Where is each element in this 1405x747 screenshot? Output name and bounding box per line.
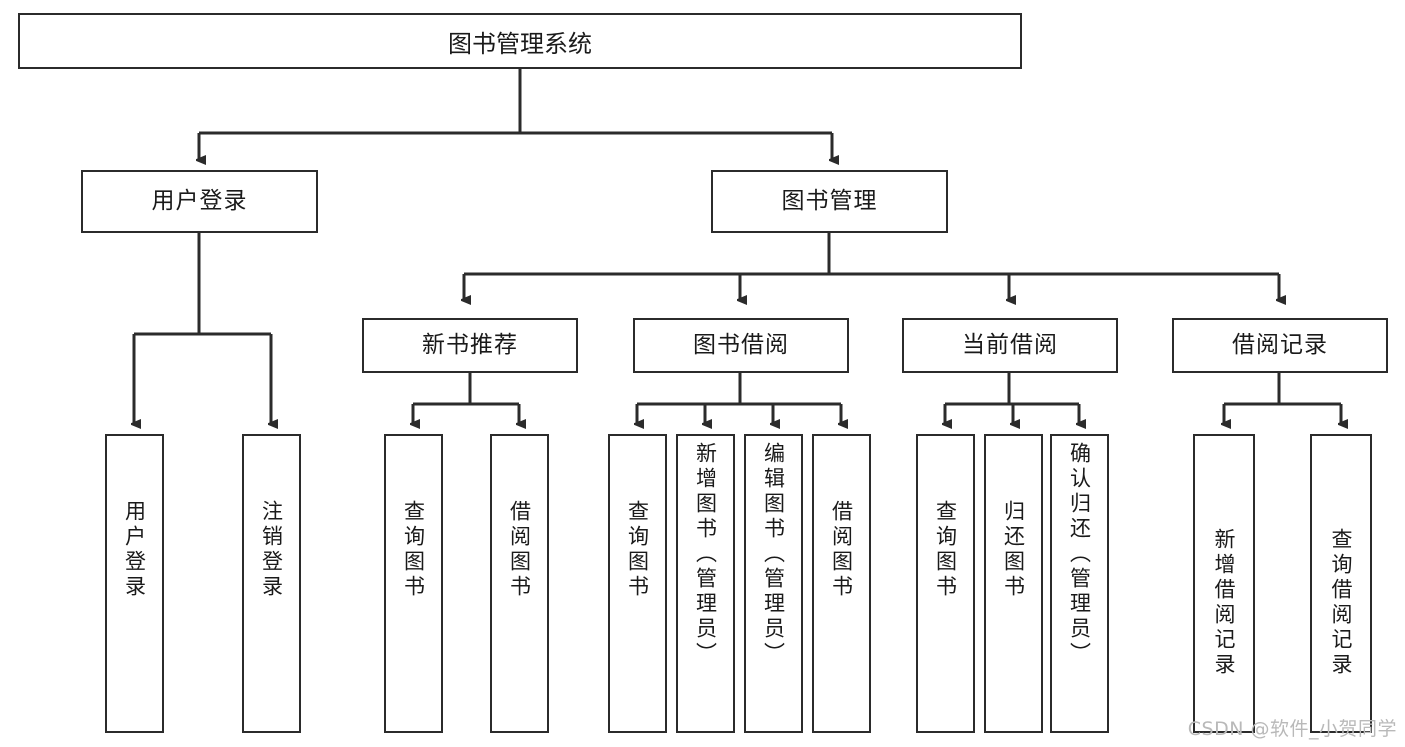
leaf-add-book-admin[interactable]: 新增图书（管理员）	[676, 434, 735, 733]
leaf-add-borrow-record[interactable]: 新增借阅记录	[1193, 434, 1255, 733]
node-label: 新增图书（管理员）	[693, 442, 718, 667]
node-label: 新增借阅记录	[1212, 528, 1237, 678]
node-label: 借阅图书	[507, 500, 532, 600]
node-label: 归还图书	[1001, 500, 1026, 600]
node-new-book-recommend[interactable]: 新书推荐	[362, 318, 578, 373]
node-label: 借阅图书	[829, 500, 854, 600]
leaf-logout-login[interactable]: 注销登录	[242, 434, 301, 733]
node-user-login[interactable]: 用户登录	[81, 170, 318, 233]
leaf-return-book[interactable]: 归还图书	[984, 434, 1043, 733]
node-label: 图书借阅	[693, 331, 789, 358]
node-label: 图书管理	[781, 187, 878, 214]
leaf-edit-book-admin[interactable]: 编辑图书（管理员）	[744, 434, 803, 733]
node-label: 查询图书	[933, 500, 958, 600]
node-borrow-record[interactable]: 借阅记录	[1172, 318, 1388, 373]
node-label: 新书推荐	[422, 331, 518, 358]
leaf-borrow-book-recommend[interactable]: 借阅图书	[490, 434, 549, 733]
node-book-management-system[interactable]: 图书管理系统	[18, 13, 1022, 69]
leaf-query-book-recommend[interactable]: 查询图书	[384, 434, 443, 733]
node-label: 查询借阅记录	[1329, 528, 1354, 678]
watermark-text: CSDN @软件_小贺同学	[1187, 718, 1397, 740]
leaf-query-book-current[interactable]: 查询图书	[916, 434, 975, 733]
leaf-user-login[interactable]: 用户登录	[105, 434, 164, 733]
node-label: 查询图书	[401, 500, 426, 600]
node-current-borrow[interactable]: 当前借阅	[902, 318, 1118, 373]
node-label: 当前借阅	[962, 331, 1058, 358]
leaf-confirm-return-admin[interactable]: 确认归还（管理员）	[1050, 434, 1109, 733]
node-label: 注销登录	[259, 500, 284, 600]
node-label: 编辑图书（管理员）	[761, 442, 786, 667]
leaf-borrow-book-borrow[interactable]: 借阅图书	[812, 434, 871, 733]
leaf-query-borrow-record[interactable]: 查询借阅记录	[1310, 434, 1372, 733]
node-label: 用户登录	[122, 500, 147, 600]
leaf-query-book-borrow[interactable]: 查询图书	[608, 434, 667, 733]
node-label: 确认归还（管理员）	[1067, 442, 1092, 667]
node-label: 图书管理系统	[448, 29, 592, 58]
node-label: 查询图书	[625, 500, 650, 600]
node-label: 用户登录	[151, 187, 248, 214]
node-book-borrow[interactable]: 图书借阅	[633, 318, 849, 373]
node-label: 借阅记录	[1232, 331, 1328, 358]
node-book-management[interactable]: 图书管理	[711, 170, 948, 233]
